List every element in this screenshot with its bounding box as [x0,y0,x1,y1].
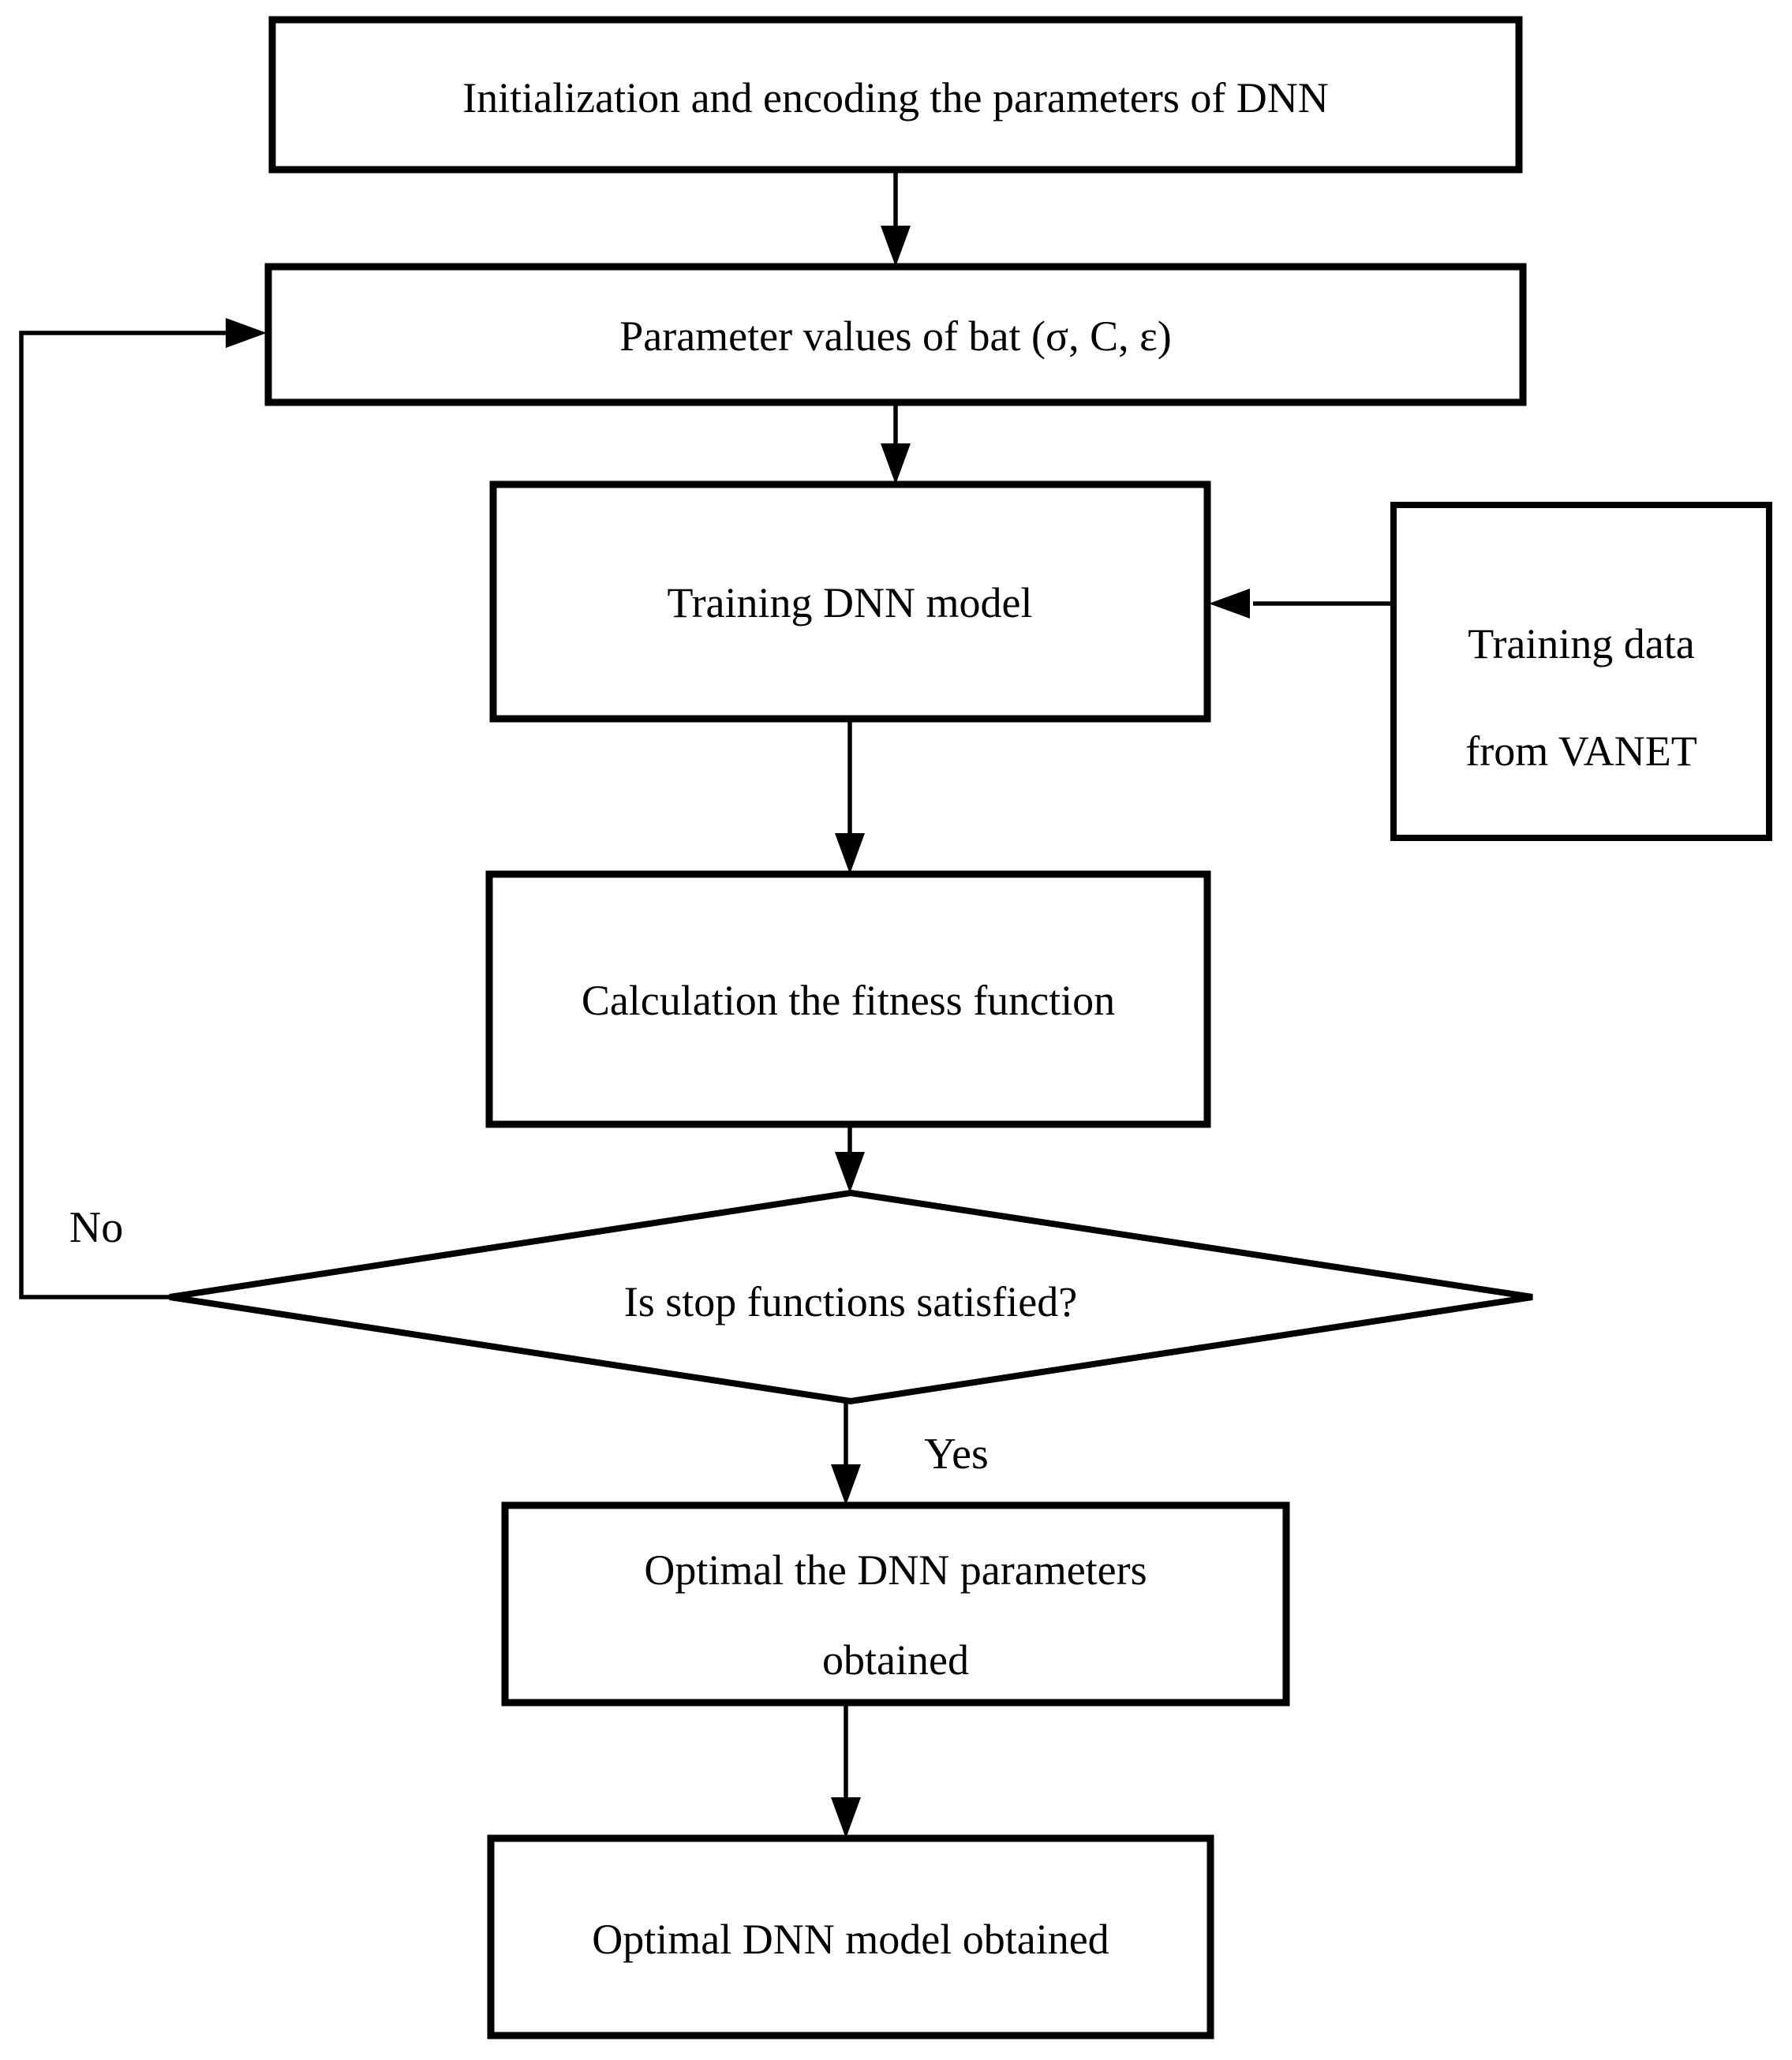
edge-no-loop-line [19,331,227,1299]
branch-label-no: No [69,1203,123,1252]
node-optimal-params-label-line2: obtained [822,1636,969,1684]
edge-init-params-arrowhead [881,226,911,267]
edge-params-training-arrowhead [881,443,911,484]
branch-label-yes: Yes [924,1430,988,1479]
node-optimal-params-label-line1: Optimal the DNN parameters [644,1546,1147,1594]
edge-training-fitness-arrowhead [835,833,865,874]
node-optimal-model-box [487,1834,1214,2039]
node-fitness-label: Calculation the fitness function [582,977,1115,1024]
edge-decision-optimalparams-arrowhead [831,1464,861,1505]
node-init-label: Initialization and encoding the paramete… [462,74,1329,122]
edge-optimalparams-optimalmodel-arrowhead [831,1797,861,1838]
edge-no-loop-arrowhead [226,318,267,348]
node-stop-check-diamond [169,1189,1533,1405]
node-fitness-box [485,870,1211,1128]
node-train-dnn-box [489,480,1211,723]
edge-vanet-training-arrowhead [1209,589,1250,619]
edge-fitness-decision-arrowhead [835,1152,865,1193]
node-vanet-data-label-line2: from VANET [1465,727,1697,775]
node-bat-params-label: Parameter values of bat (σ, C, ε) [619,312,1172,360]
node-bat-params-box [264,263,1527,406]
node-vanet-data-box [1390,502,1772,841]
node-optimal-params-box [501,1501,1290,1707]
node-optimal-model-label: Optimal DNN model obtained [592,1916,1109,1963]
node-stop-check-label: Is stop functions satisfied? [624,1278,1077,1325]
node-init-box [268,16,1523,174]
node-train-dnn-label: Training DNN model [667,579,1032,626]
node-vanet-data-label-line1: Training data [1468,620,1695,667]
